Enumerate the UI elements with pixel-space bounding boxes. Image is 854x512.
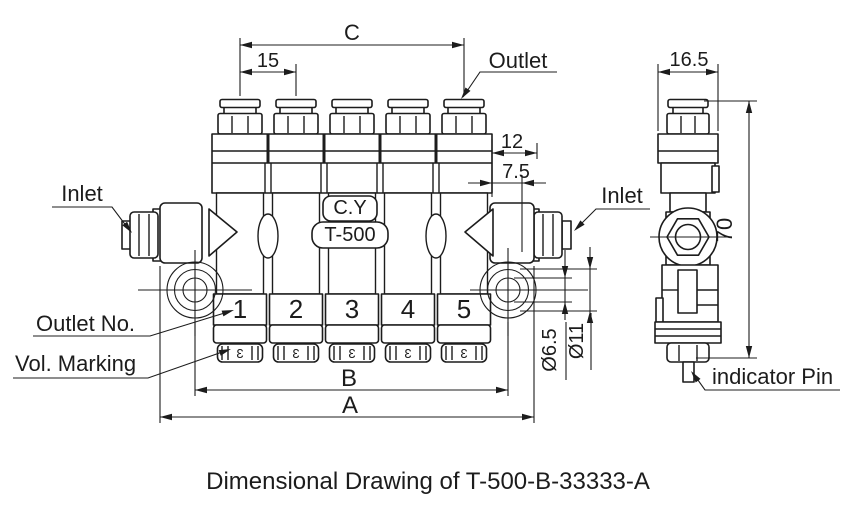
manifold-top-band <box>211 133 493 194</box>
svg-text:Outlet No.: Outlet No. <box>36 311 135 336</box>
label-inlet-left: Inlet <box>52 181 132 233</box>
inlet-assembly-left <box>121 202 238 264</box>
dim-70: 70 <box>696 100 757 359</box>
svg-text:indicator Pin: indicator Pin <box>712 364 833 389</box>
mounting-ear-right <box>470 248 588 336</box>
label-outlet: Outlet <box>461 48 557 99</box>
inlet-cone-right <box>464 208 494 257</box>
volume-nut-1: 3 <box>216 343 264 363</box>
badge-model: T-500 <box>311 221 389 249</box>
outlet-fitting-4 <box>385 98 431 135</box>
dim-hole-dia-label: Ø6.5 <box>539 328 561 371</box>
indicator-pin <box>682 361 695 383</box>
dim-12-label: 12 <box>501 131 523 153</box>
side-view <box>650 98 727 383</box>
label-outlet-no: Outlet No. <box>33 310 234 337</box>
outlet-fitting-3 <box>329 98 375 135</box>
outlet-number-2: 2 <box>289 294 303 324</box>
dimensions: C 15 12 7.5 <box>159 20 757 423</box>
label-inlet-right: Inlet <box>574 183 650 231</box>
side-inlet-hex <box>650 207 727 267</box>
vol-marking-window <box>677 269 698 314</box>
dim-16-5-label: 16.5 <box>670 49 709 71</box>
outlet-fitting-5 <box>441 98 487 135</box>
check-valve-lens <box>257 213 279 259</box>
outlet-number-3: 3 <box>345 294 359 324</box>
side-lower-body <box>654 264 722 383</box>
dim-a-label: A <box>342 392 358 419</box>
vol-value-5: 3 <box>460 346 467 361</box>
volume-nut-2: 3 <box>272 343 320 363</box>
outlet-number-band: 1 2 3 4 5 <box>212 293 492 326</box>
dim-12: 12 <box>491 131 538 197</box>
drawing-title: Dimensional Drawing of T-500-B-33333-A <box>206 468 650 495</box>
volume-nut-row: 3 3 3 3 <box>216 343 488 363</box>
dim-15: 15 <box>240 50 297 96</box>
inlet-cone-left <box>208 208 238 257</box>
front-view: C.Y T-500 1 2 3 4 5 <box>121 98 588 363</box>
check-valve-lens <box>425 213 447 259</box>
volume-nut-4: 3 <box>384 343 432 363</box>
outlet-fitting-2 <box>273 98 319 135</box>
vol-value-3: 3 <box>348 346 355 361</box>
svg-text:Outlet: Outlet <box>489 48 548 73</box>
label-vol-marking: Vol. Marking <box>13 349 231 379</box>
outlet-number-5: 5 <box>457 294 471 324</box>
dim-b-label: B <box>341 365 357 392</box>
svg-text:Vol. Marking: Vol. Marking <box>15 351 136 376</box>
label-indicator-pin: indicator Pin <box>691 364 840 391</box>
dim-70-label: 70 <box>712 218 737 242</box>
svg-text:Inlet: Inlet <box>601 183 643 208</box>
dim-7-5: 7.5 <box>468 161 546 252</box>
outlet-number-1: 1 <box>233 294 247 324</box>
vol-value-1: 3 <box>236 346 243 361</box>
dim-a: A <box>159 266 535 423</box>
model-marking: T-500 <box>324 224 375 246</box>
lower-band <box>212 324 492 344</box>
badge-maker: C.Y <box>322 195 378 222</box>
inlet-assembly-right <box>464 202 572 264</box>
volume-nut-3: 3 <box>328 343 376 363</box>
vol-value-2: 3 <box>292 346 299 361</box>
leader-labels: Outlet Inlet Inlet Outlet No. Vol. Marki… <box>13 48 840 391</box>
outlet-fitting-1 <box>217 98 263 135</box>
dim-counterbore-dia-label: Ø11 <box>566 323 588 359</box>
svg-text:Inlet: Inlet <box>61 181 103 206</box>
outlet-number-4: 4 <box>401 294 415 324</box>
vol-value-4: 3 <box>404 346 411 361</box>
dim-c-label: C <box>344 20 360 45</box>
dim-b: B <box>194 322 509 396</box>
dim-16-5: 16.5 <box>657 49 719 131</box>
side-outlet-fitting <box>666 98 710 135</box>
dim-counterbore-dia: Ø11 <box>520 247 597 370</box>
maker-marking: C.Y <box>333 197 366 219</box>
dim-15-label: 15 <box>257 50 279 72</box>
dim-c: C <box>239 20 465 96</box>
volume-nut-5: 3 <box>440 343 488 363</box>
dim-7-5-label: 7.5 <box>502 161 530 183</box>
